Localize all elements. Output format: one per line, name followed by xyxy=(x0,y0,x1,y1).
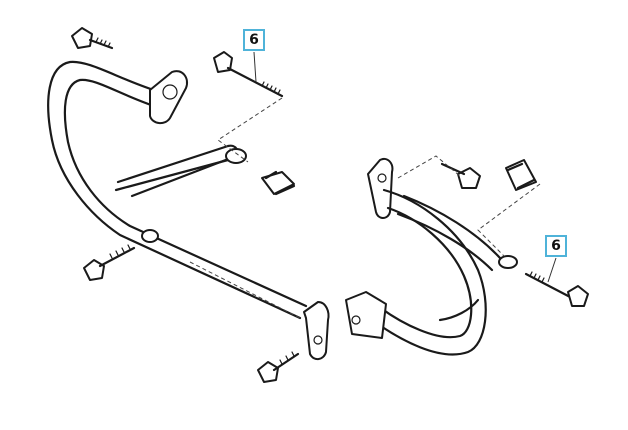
engine-guard-left-icon xyxy=(47,60,330,360)
engine-guard-right-icon xyxy=(345,158,518,356)
leader-lines xyxy=(189,51,557,319)
part-callout-6-top: 6 xyxy=(243,29,265,51)
part-callout-6-right: 6 xyxy=(545,235,567,257)
bolt-icon xyxy=(71,27,589,383)
